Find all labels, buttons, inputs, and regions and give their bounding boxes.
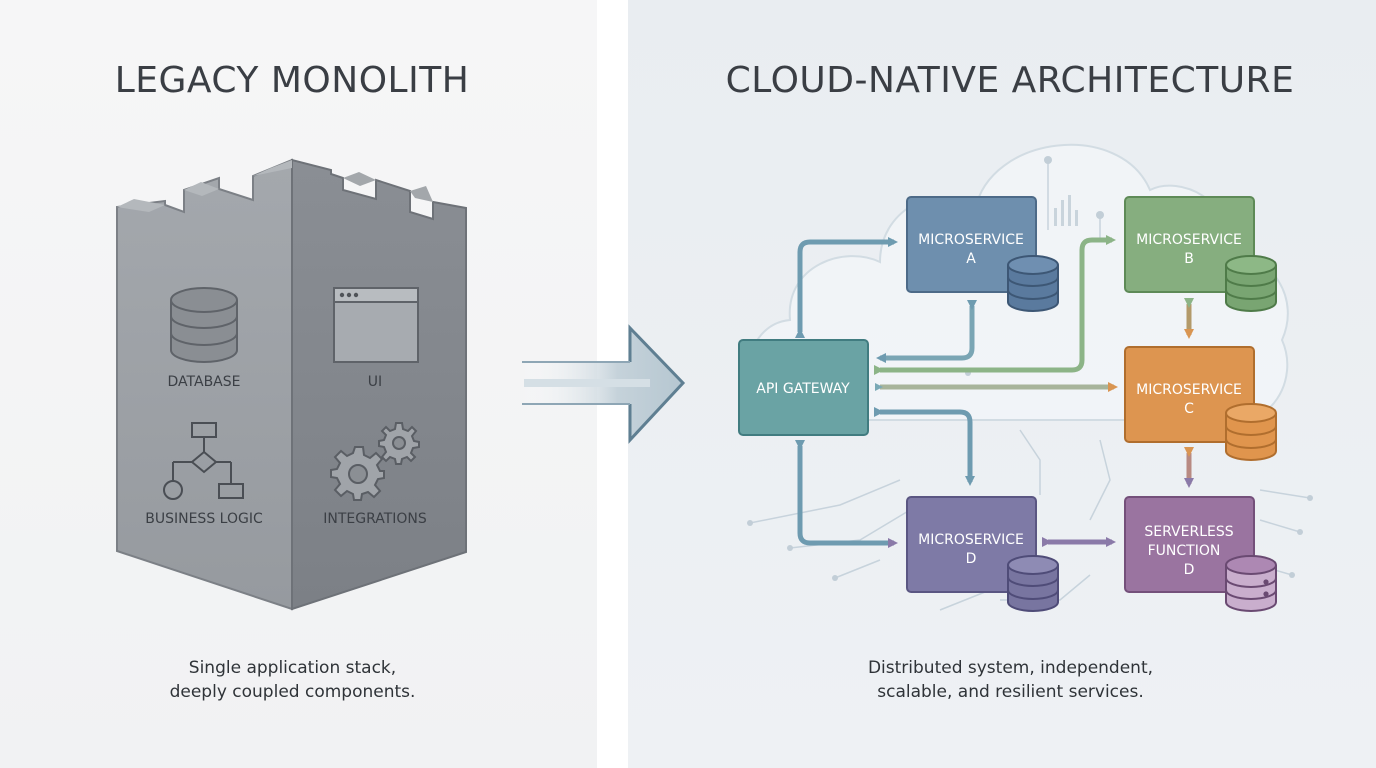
integrations-label: INTEGRATIONS [323, 511, 427, 527]
legacy-caption-line2: deeply coupled components. [169, 682, 416, 702]
microservice-b-label: MICROSERVICE [1136, 232, 1242, 248]
microservice-c-node: MICROSERVICE C [1124, 346, 1255, 443]
microservice-a-letter: A [966, 251, 976, 267]
serverless-server-icon [1225, 555, 1277, 612]
database-label: DATABASE [168, 374, 241, 390]
cloud-native-caption-line1: Distributed system, independent, [867, 658, 1154, 678]
microservice-b-letter: B [1184, 251, 1194, 267]
ui-label: UI [368, 374, 382, 390]
database-icon [170, 287, 238, 363]
microservice-a-node: MICROSERVICE A [906, 196, 1037, 293]
legacy-monolith-title: LEGACY MONOLITH [114, 60, 470, 101]
flowchart-icon [163, 422, 244, 500]
microservice-b-database-icon [1225, 255, 1277, 312]
microservice-c-database-icon [1225, 403, 1277, 461]
cloud-native-caption: Distributed system, independent, scalabl… [858, 656, 1163, 704]
legacy-caption: Single application stack, deeply coupled… [140, 656, 445, 704]
link-gateway-service-d-upper [874, 407, 975, 486]
microservice-c-letter: C [1184, 401, 1194, 417]
microservice-c-label: MICROSERVICE [1136, 382, 1242, 398]
legacy-caption-line1: Single application stack, [188, 658, 397, 678]
microservice-a-label: MICROSERVICE [918, 232, 1024, 248]
microservice-d-letter: D [966, 551, 977, 567]
bar-chart-icon [1054, 195, 1078, 226]
ui-window-icon [333, 287, 419, 363]
link-gateway-service-b [874, 235, 1116, 375]
microservice-d-node: MICROSERVICE D [906, 496, 1037, 593]
monolith-castle [116, 158, 467, 611]
link-gateway-service-a [795, 237, 898, 338]
api-gateway-node: API GATEWAY [738, 339, 869, 436]
gears-icon [330, 422, 420, 501]
microservice-b-node: MICROSERVICE B [1124, 196, 1255, 293]
microservice-d-label: MICROSERVICE [918, 532, 1024, 548]
microservice-a-database-icon [1007, 255, 1059, 312]
serverless-label-line2: FUNCTION [1148, 543, 1221, 559]
serverless-letter: D [1184, 562, 1195, 578]
business-logic-label: BUSINESS LOGIC [145, 511, 263, 527]
cloud-native-caption-line2: scalable, and resilient services. [877, 682, 1144, 702]
serverless-label: SERVERLESS [1144, 524, 1233, 540]
serverless-function-node: SERVERLESS FUNCTION D [1124, 496, 1255, 593]
link-gateway-service-d [795, 440, 898, 548]
cloud-native-title: CLOUD-NATIVE ARCHITECTURE [725, 60, 1295, 101]
transition-arrow [520, 324, 686, 444]
api-gateway-label: API GATEWAY [756, 381, 850, 397]
microservice-d-database-icon [1007, 555, 1059, 612]
